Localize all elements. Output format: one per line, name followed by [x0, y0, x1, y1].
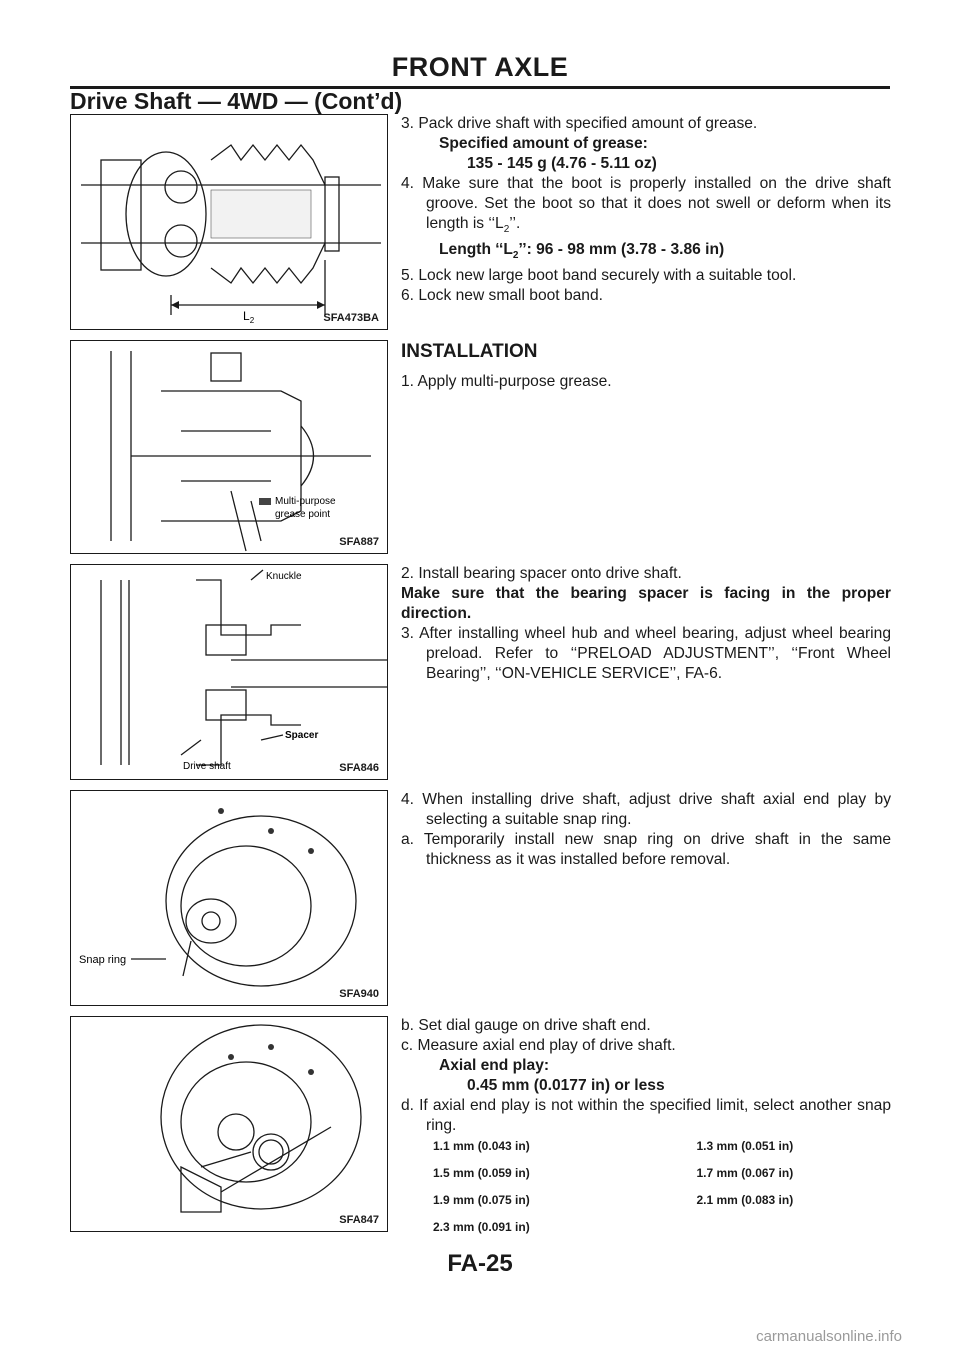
snap-ring-label: Snap ring — [79, 954, 126, 966]
installation-heading: INSTALLATION — [401, 341, 538, 362]
step-4-end-play: 4. When installing drive shaft, adjust d… — [401, 791, 891, 828]
step-5-large-band: 5. Lock new large boot band securely wit… — [401, 267, 797, 285]
snap-ring-size-table: 1.1 mm (0.043 in) 1.3 mm (0.051 in) 1.5 … — [433, 1132, 960, 1240]
step-4-boot-length: 4. Make sure that the boot is properly i… — [401, 174, 891, 240]
table-cell: 1.5 mm (0.059 in) — [433, 1165, 530, 1180]
grease-spec-value: 135 - 145 g (4.76 - 5.11 oz) — [467, 155, 657, 172]
step-1-apply-grease: 1. Apply multi-purpose grease. — [401, 373, 612, 390]
watermark: carmanualsonline.info — [756, 1328, 902, 1345]
spacer-label: Spacer — [285, 730, 318, 741]
spacer-direction-warning: Make sure that the bearing spacer is fac… — [401, 585, 891, 622]
step-b-dial-gauge: b. Set dial gauge on drive shaft end. — [401, 1017, 651, 1034]
length-spec-subscript: 2 — [512, 250, 519, 262]
figure-snap-ring: Snap ring SFA940 — [70, 790, 388, 1006]
l2-label: L2 — [243, 309, 255, 325]
drive-shaft-label: Drive shaft — [183, 761, 231, 772]
snap-ring-steps: 4. When installing drive shaft, adjust d… — [401, 790, 891, 870]
figure-code: SFA887 — [339, 536, 379, 548]
boot-installation-steps: 3. Pack drive shaft with specified amoun… — [401, 114, 891, 306]
step-6-small-band: 6. Lock new small boot band. — [401, 287, 603, 305]
end-play-spec-label: Axial end play: — [439, 1057, 550, 1074]
page-number: FA-25 — [447, 1250, 513, 1277]
table-row: 1.1 mm (0.043 in) 1.3 mm (0.051 in) — [433, 1132, 960, 1159]
table-cell: 2.1 mm (0.083 in) — [696, 1192, 794, 1207]
step-a-temporary-ring: a. Temporarily install new snap ring on … — [401, 831, 891, 868]
installation-section: INSTALLATION 1. Apply multi-purpose grea… — [401, 340, 891, 392]
length-spec-label: Length ‘‘L — [439, 241, 513, 259]
table-cell: 2.3 mm (0.091 in) — [433, 1219, 530, 1234]
table-row: 2.3 mm (0.091 in) — [433, 1213, 960, 1240]
header-rule — [70, 86, 890, 89]
step-d-select-ring: d. If axial end play is not within the s… — [401, 1097, 891, 1134]
spacer-steps: 2. Install bearing spacer onto drive sha… — [401, 564, 891, 684]
step-c-measure: c. Measure axial end play of drive shaft… — [401, 1037, 676, 1054]
figure-grease-points: Multi-purpose grease point SFA887 — [70, 340, 388, 554]
length-spec-value: ’’: 96 - 98 mm (3.78 - 3.86 in) — [518, 241, 725, 259]
table-cell: 1.9 mm (0.075 in) — [433, 1192, 530, 1207]
table-cell: 1.1 mm (0.043 in) — [433, 1138, 530, 1153]
page-subtitle: Drive Shaft — 4WD — (Cont’d) — [70, 88, 403, 114]
figure-code: SFA847 — [339, 1214, 379, 1226]
step-4-text: 4. Make sure that the boot is properly i… — [401, 175, 891, 232]
figure-code: SFA473BA — [323, 312, 379, 324]
step-3-preload: 3. After installing wheel hub and wheel … — [401, 625, 891, 682]
step-4-subscript: 2 — [503, 224, 510, 236]
boot-length-illustration: L2 — [81, 143, 381, 325]
knuckle-label: Knuckle — [266, 571, 302, 582]
table-row: 1.9 mm (0.075 in) 2.1 mm (0.083 in) — [433, 1186, 960, 1213]
grease-spec-label: Specified amount of grease: — [439, 135, 648, 152]
dial-gauge-illustration — [160, 1024, 362, 1213]
figure-bearing-spacer: Knuckle Spacer Drive shaft SFA846 — [70, 564, 388, 780]
length-spec: Length ‘‘L2’’: 96 - 98 mm (3.78 - 3.86 i… — [401, 240, 891, 266]
hub-cross-section-illustration: Multi-purpose grease point — [110, 351, 371, 552]
figure-code: SFA846 — [339, 762, 379, 774]
section-title: FRONT AXLE — [391, 52, 569, 82]
table-cell — [697, 1213, 960, 1240]
table-cell: 1.3 mm (0.051 in) — [696, 1138, 794, 1153]
end-play-spec-value: 0.45 mm (0.0177 in) or less — [467, 1077, 665, 1094]
grease-legend-line1: Multi-purpose — [275, 496, 336, 507]
step-3-pack-grease: 3. Pack drive shaft with specified amoun… — [401, 115, 758, 132]
spacer-cross-section-illustration: Knuckle Spacer Drive shaft — [100, 569, 387, 772]
table-row: 1.5 mm (0.059 in) 1.7 mm (0.067 in) — [433, 1159, 960, 1186]
figure-boot-length: L2 SFA473BA — [70, 114, 388, 330]
end-play-steps: b. Set dial gauge on drive shaft end. c.… — [401, 1016, 891, 1136]
figure-dial-gauge: SFA847 — [70, 1016, 388, 1232]
table-cell: 1.7 mm (0.067 in) — [696, 1165, 794, 1180]
hub-snap-ring-illustration: Snap ring — [79, 808, 357, 987]
step-2-install-spacer: 2. Install bearing spacer onto drive sha… — [401, 565, 682, 582]
figure-code: SFA940 — [339, 988, 379, 1000]
step-4-text-end: ’’. — [509, 215, 521, 232]
grease-legend-line2: grease point — [275, 509, 330, 520]
